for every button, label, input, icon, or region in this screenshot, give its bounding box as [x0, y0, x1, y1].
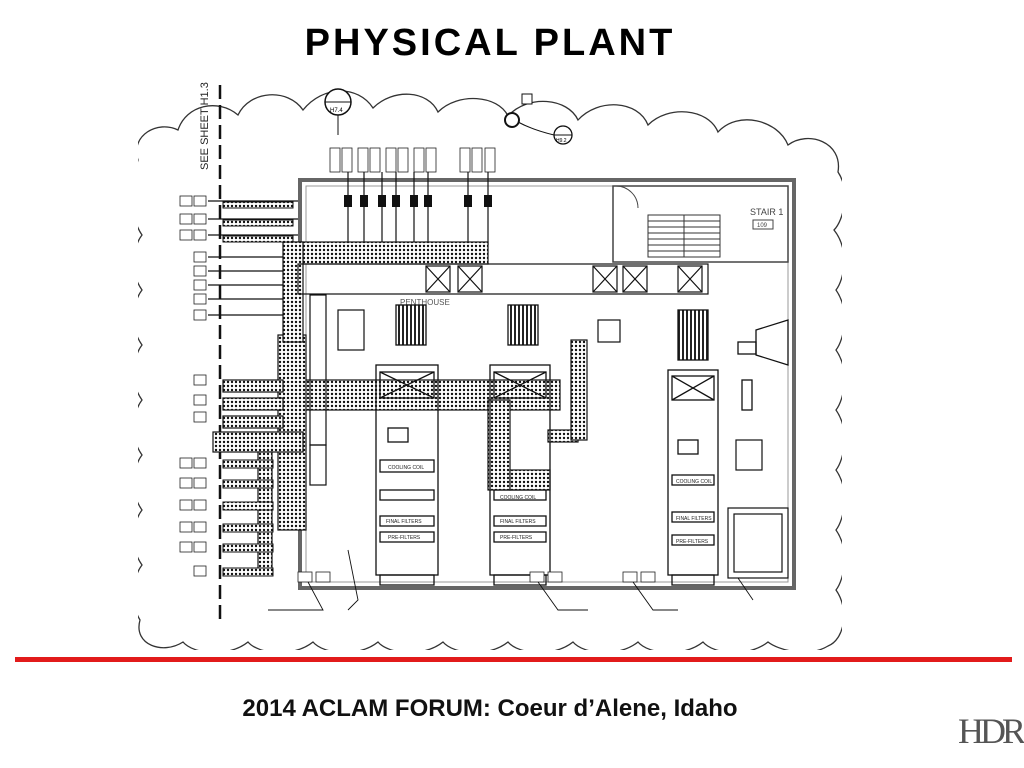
grid-bubble-right: H9.2	[504, 93, 573, 145]
svg-text:H7.4: H7.4	[330, 108, 343, 114]
duct-branches-left	[222, 201, 294, 577]
air-handling-unit-3	[667, 309, 719, 586]
air-handling-unit-1	[375, 304, 439, 586]
exhaust-risers	[347, 172, 489, 245]
prefilter-label-2: PRE-FILTERS	[500, 535, 533, 541]
filter-label-2: FINAL FILTERS	[500, 519, 536, 525]
coil-label-1: COOLING COIL	[388, 465, 424, 471]
grid-bubble-top: H7.4	[324, 88, 352, 135]
branch-lines-left	[208, 200, 298, 316]
hdr-logo: HDR	[958, 711, 1024, 751]
filter-label-3: FINAL FILTERS	[676, 516, 712, 522]
see-sheet-label: SEE SHEET H1.3	[199, 82, 211, 170]
supply-ductwork	[212, 241, 588, 573]
mechanical-floor-plan: SEE SHEET H1.3 STAIR 1 109 H7.4 H9.2	[138, 82, 842, 650]
leader-lines	[268, 549, 754, 611]
equipment-tag-row-bottom	[297, 571, 656, 583]
stair-room	[612, 185, 789, 263]
coil-label-2: COOLING COIL	[500, 495, 536, 501]
svg-text:H9.2: H9.2	[556, 138, 567, 144]
footer-text: 2014 ACLAM FORUM: Coeur d’Alene, Idaho	[242, 695, 738, 722]
accent-divider	[15, 657, 1012, 662]
coil-label-3: COOLING COIL	[676, 479, 712, 485]
prefilter-label-1: PRE-FILTERS	[388, 535, 421, 541]
equipment-tag-row-top	[329, 147, 496, 173]
prefilter-label-3: PRE-FILTERS	[676, 539, 709, 545]
penthouse-label: PENTHOUSE	[400, 298, 450, 307]
slide-title: PHYSICAL PLANT	[304, 22, 676, 64]
plenum-row	[297, 263, 709, 295]
filter-label-1: FINAL FILTERS	[386, 519, 422, 525]
fan-unit-right	[737, 319, 789, 411]
air-handling-unit-2	[489, 304, 551, 586]
stair-number: 109	[757, 223, 768, 229]
equipment-tag-column-left	[179, 195, 207, 577]
shafts	[309, 294, 789, 579]
stair-label: STAIR 1	[750, 207, 783, 217]
